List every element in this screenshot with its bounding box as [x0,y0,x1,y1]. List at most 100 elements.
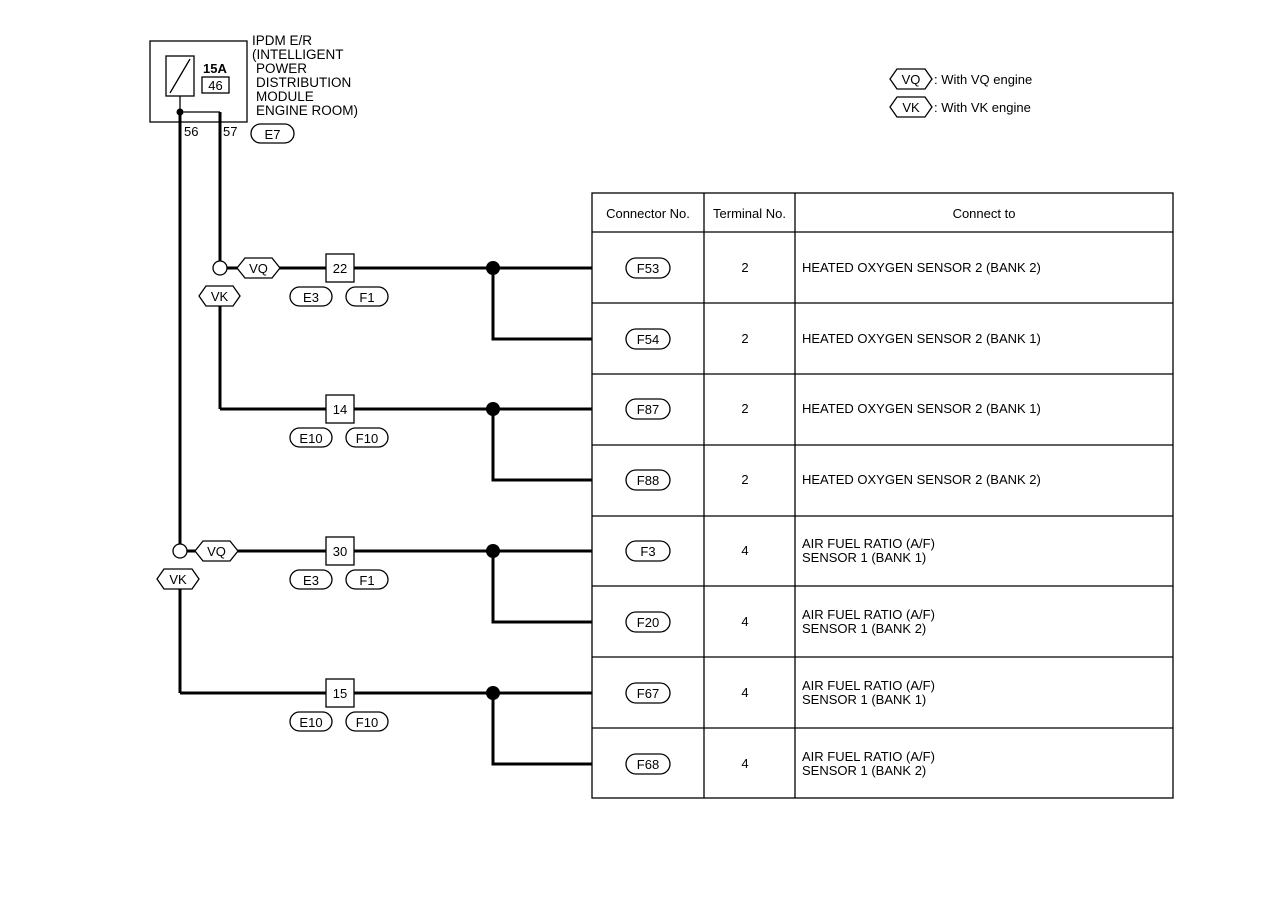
lower-branch-node [172,543,188,559]
wire-row-c-branch [491,551,592,624]
row-connector-badge [625,540,671,562]
row-terminal: 2 [741,260,748,275]
row-connect-to: AIR FUEL RATIO (A/F) [802,607,935,622]
legend-vq-tag-label: VQ [902,72,921,87]
row-connector: F54 [637,332,659,347]
row-connect-to: HEATED OXYGEN SENSOR 2 (BANK 1) [802,331,1041,346]
row-connector: F87 [637,402,659,417]
connector-table: Connector No. Terminal No. Connect to F5… [591,192,1174,799]
row-connector: F68 [637,757,659,772]
fuse-number-box [201,76,230,94]
wiring [172,96,592,766]
row-terminal: 2 [741,331,748,346]
upper-vq-tag [236,257,281,279]
legend: VQ : With VQ engine VK : With VK engine [889,68,1032,118]
splice-dot [486,261,500,275]
lower-vq-tag-label: VQ [207,544,226,559]
row-connect-to: AIR FUEL RATIO (A/F) [802,678,935,693]
fuse-rating: 15A [203,61,227,76]
connector-badge [345,286,389,307]
row-connector: F20 [637,615,659,630]
connector-badge [289,711,333,732]
connector-e7-badge [250,123,295,144]
splice-dot [486,402,500,416]
row-connector: F3 [640,544,655,559]
row-connector-badge [625,257,671,279]
wire-row-d-branch [491,693,592,766]
connector-badge [289,286,333,307]
row-connector-badge [625,328,671,350]
row-connector-badge [625,469,671,491]
lower-vk-tag-label: VK [169,572,187,587]
junction-box [325,678,355,708]
wire-row-b-branch [491,409,592,482]
junction-number: 14 [333,402,347,417]
lower-vq-tag [194,540,239,562]
junction-box [325,253,355,283]
ipdm-title-line: POWER [256,61,307,76]
ipdm-title-line: DISTRIBUTION [256,75,351,90]
row-connector-badge [625,398,671,420]
splice-dot [486,544,500,558]
row-terminal: 2 [741,401,748,416]
wire-row-a-branch [491,268,592,341]
ipdm-title-line: (INTELLIGENT [252,47,343,62]
legend-vk-tag-label: VK [902,100,920,115]
ipdm-title: IPDM E/R (INTELLIGENT POWER DISTRIBUTION… [252,33,358,118]
ipdm-title-line: ENGINE ROOM) [256,103,358,118]
row-connect-to: AIR FUEL RATIO (A/F) [802,749,935,764]
connector-badge-label: F1 [359,573,374,588]
row-terminal: 4 [741,543,748,558]
connector-badge-label: F10 [356,431,378,446]
row-connector: F88 [637,473,659,488]
connector-e7-label: E7 [265,127,281,142]
connector-badge [345,569,389,590]
junction-box [325,394,355,424]
junctions: 22 E3 F1 14 E10 F10 30 E3 F1 15 E10 F10 [289,253,389,732]
upper-vk-tag-label: VK [211,289,229,304]
connector-badge [289,427,333,448]
row-terminal: 4 [741,756,748,771]
row-connect-to: HEATED OXYGEN SENSOR 2 (BANK 2) [802,260,1041,275]
row-connect-to: SENSOR 1 (BANK 2) [802,621,926,636]
legend-vk-text: : With VK engine [934,100,1031,115]
row-connector-badge [625,682,671,704]
upper-vk-tag [198,285,241,307]
row-terminal: 4 [741,614,748,629]
ipdm-title-line: MODULE [256,89,314,104]
terminal-57-label: 57 [223,124,237,139]
splice-dot [486,686,500,700]
upper-branch-node [212,260,228,276]
terminal-56-label: 56 [184,124,198,139]
header-connect-to: Connect to [953,206,1016,221]
header-connector-no: Connector No. [606,206,690,221]
ipdm-module: 15A 46 IPDM E/R (INTELLIGENT POWER DISTR… [149,33,358,144]
connector-badge-label: F10 [356,715,378,730]
connector-badge [289,569,333,590]
branch-tags: VQ VK VQ VK [156,257,281,590]
row-connect-to: SENSOR 1 (BANK 1) [802,692,926,707]
row-connector-badge [625,753,671,775]
row-connector-badge [625,611,671,633]
ipdm-box [149,40,248,123]
upper-vq-tag-label: VQ [249,261,268,276]
row-connect-to: HEATED OXYGEN SENSOR 2 (BANK 1) [802,401,1041,416]
lower-vk-tag [156,568,200,590]
connector-badge-label: E3 [303,290,319,305]
connector-badge [345,427,389,448]
connector-badge-label: E3 [303,573,319,588]
row-terminal: 2 [741,472,748,487]
row-terminal: 4 [741,685,748,700]
table-border [591,192,1174,799]
junction-box [325,536,355,566]
fuse-number: 46 [208,78,222,93]
row-connect-to: AIR FUEL RATIO (A/F) [802,536,935,551]
connector-badge-label: F1 [359,290,374,305]
row-connect-to: HEATED OXYGEN SENSOR 2 (BANK 2) [802,472,1041,487]
legend-vq-tag [889,68,933,90]
connector-badge [345,711,389,732]
row-connect-to: SENSOR 1 (BANK 2) [802,763,926,778]
connector-badge-label: E10 [299,431,322,446]
connector-badge-label: E10 [299,715,322,730]
